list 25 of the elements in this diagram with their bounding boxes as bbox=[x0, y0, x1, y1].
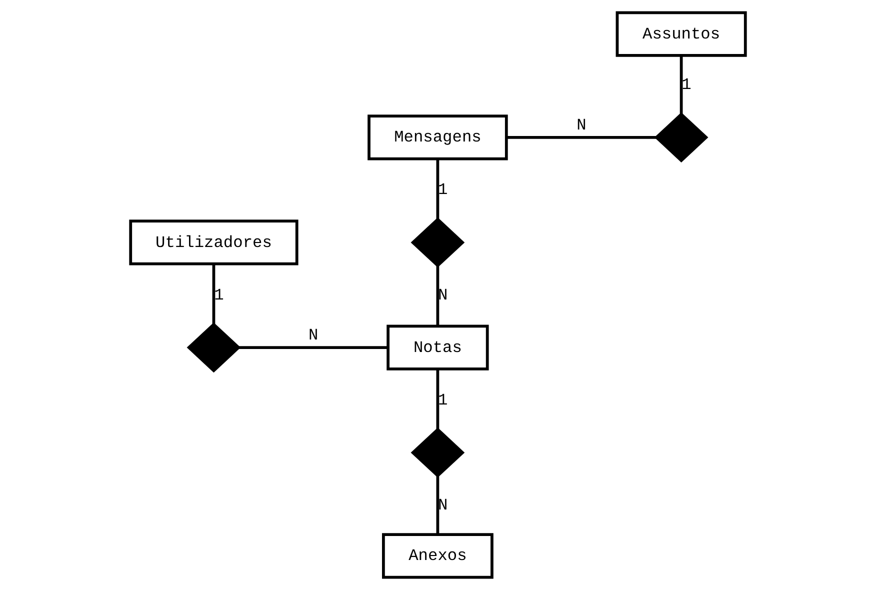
edge-label: N bbox=[438, 286, 448, 304]
node-diamond bbox=[410, 217, 464, 268]
edge-label: N bbox=[308, 326, 318, 345]
edge-label: N bbox=[576, 116, 586, 135]
node-box: Anexos bbox=[382, 533, 493, 579]
connector bbox=[679, 56, 682, 114]
edge-label: 1 bbox=[438, 181, 448, 200]
node-box: Assuntos bbox=[615, 11, 746, 57]
edge-label: N bbox=[438, 496, 448, 514]
connector bbox=[212, 264, 215, 324]
edge-label: 1 bbox=[438, 391, 448, 410]
node-box: Utilizadores bbox=[128, 220, 298, 266]
node-box: Notas bbox=[386, 324, 488, 370]
connector bbox=[436, 266, 439, 326]
edge-label: 1 bbox=[681, 76, 691, 94]
node-box: Mensagens bbox=[367, 114, 508, 160]
node-diamond bbox=[654, 112, 708, 162]
node-diamond bbox=[410, 428, 464, 478]
connector bbox=[238, 346, 388, 349]
connector bbox=[506, 136, 656, 139]
connector bbox=[436, 476, 439, 534]
node-diamond bbox=[186, 322, 240, 373]
connector bbox=[436, 158, 439, 220]
connector bbox=[436, 368, 439, 430]
edge-label: 1 bbox=[214, 286, 224, 304]
